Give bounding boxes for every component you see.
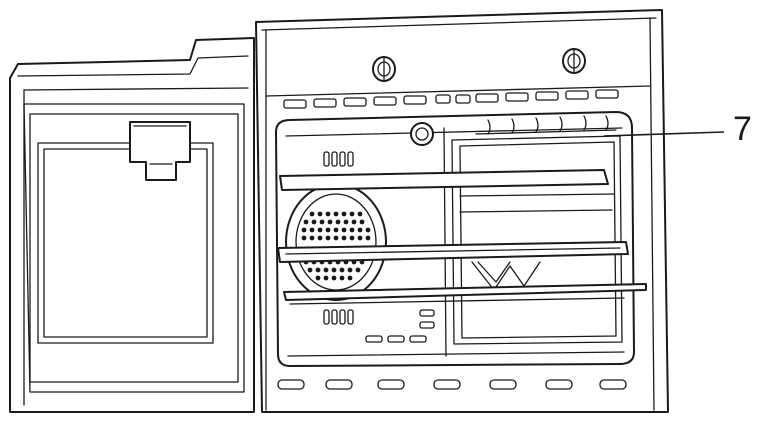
door-latch (129, 121, 191, 181)
wire-shelf-upper (279, 169, 615, 213)
cavity-side-vents (323, 151, 435, 343)
grill-heating-element (475, 115, 617, 135)
wire-shelf-middle (277, 241, 629, 263)
door-glass-window (37, 142, 214, 344)
oven-door (9, 37, 255, 413)
control-knob-right-icon (562, 48, 586, 74)
oven-cavity (275, 111, 635, 367)
upper-vent-slots (283, 89, 619, 109)
oven-light-icon (410, 122, 434, 146)
control-knob-left-icon (372, 56, 396, 82)
control-panel (372, 48, 586, 82)
shelf-support-bracket (471, 261, 541, 291)
lower-vent-slots (277, 379, 627, 390)
callout-label-7: 7 (733, 110, 752, 148)
convection-fan-icon (285, 183, 387, 301)
callout-leader-line (603, 131, 725, 137)
wire-shelf-lower (283, 283, 647, 305)
oven-body (255, 9, 669, 413)
